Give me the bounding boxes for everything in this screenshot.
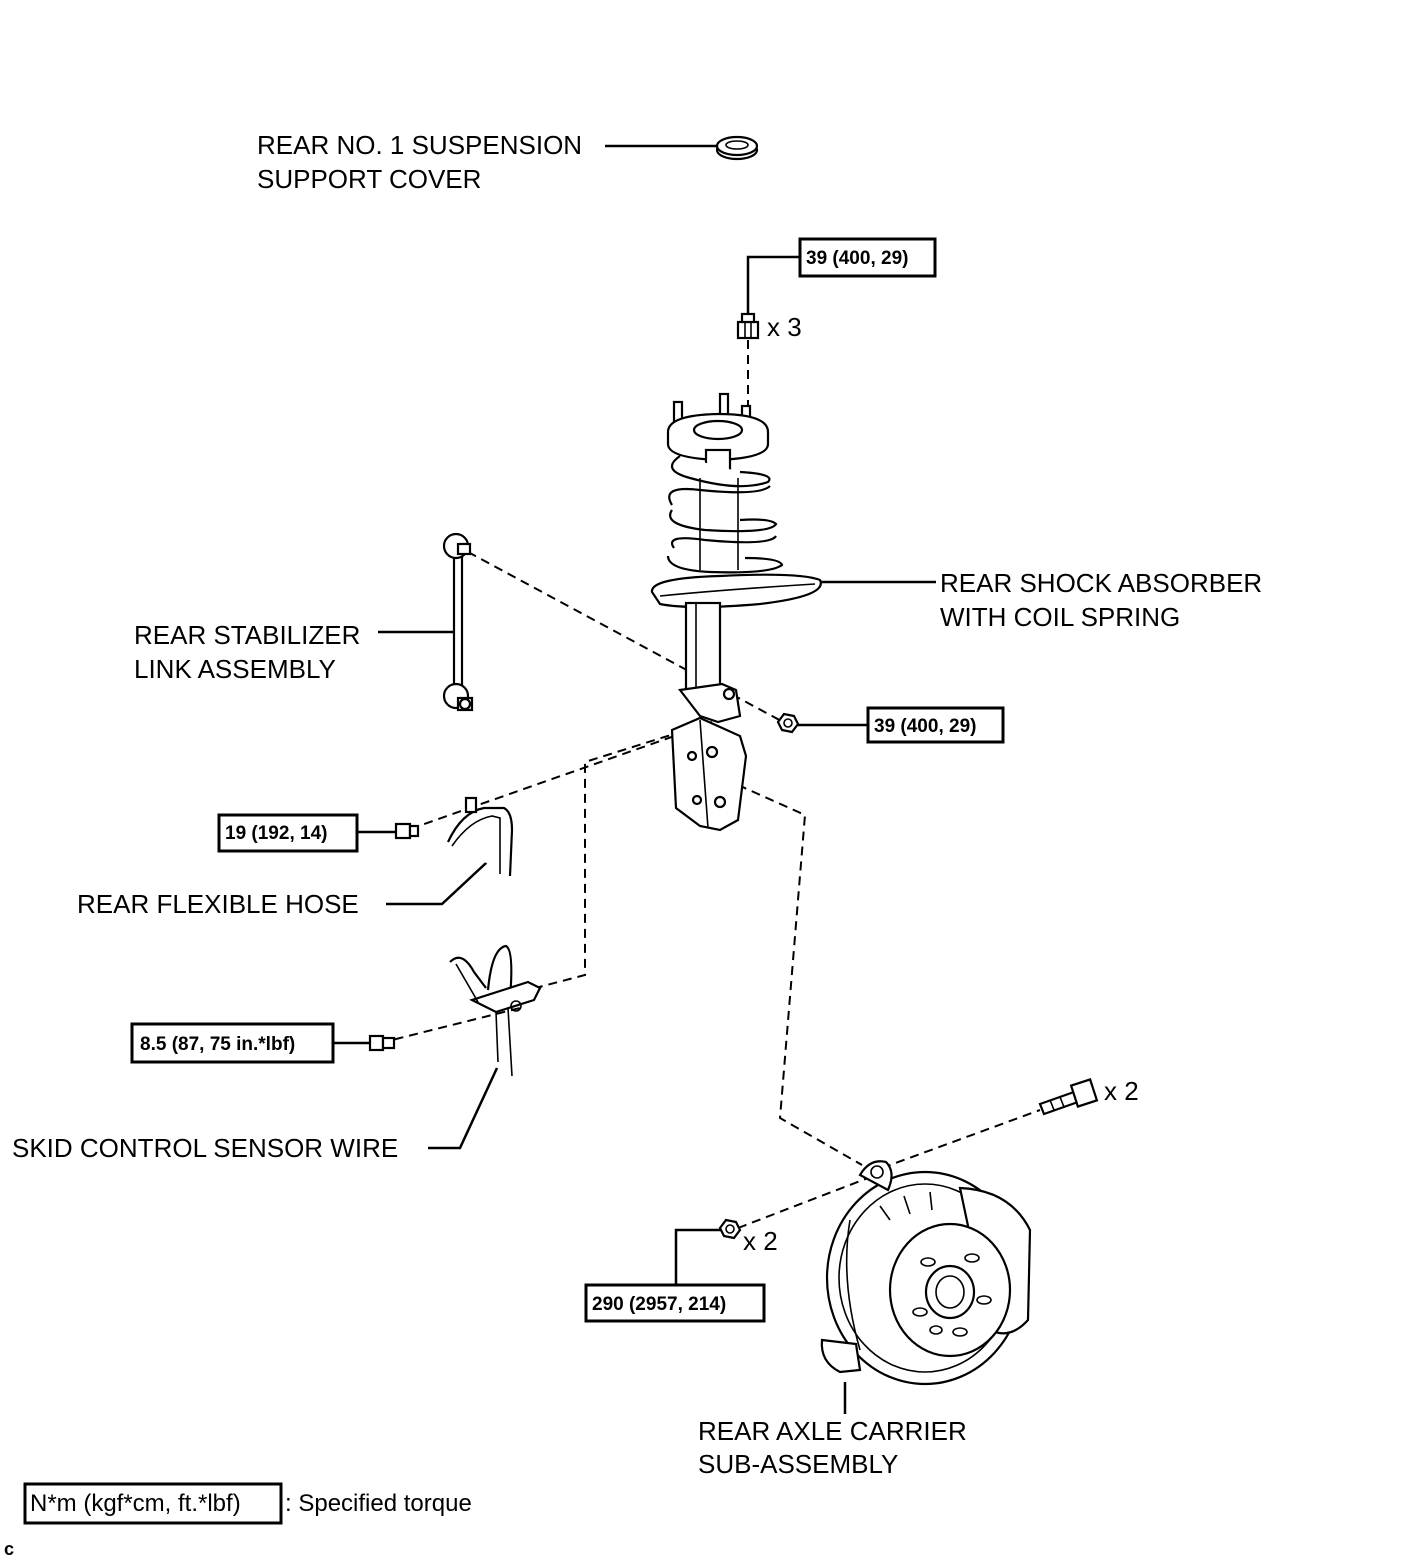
hose-bolt-part [394,822,420,840]
legend-text: : Specified torque [285,1490,472,1517]
torque-link-nut-value: 39 (400, 29) [874,716,976,737]
stabilizer-link-part [442,532,474,712]
wire-bolt-part [368,1034,396,1052]
flexible-hose-part [447,796,514,877]
shock-absorber-label-line2: WITH COIL SPRING [940,602,1180,632]
stabilizer-link-label-line2: LINK ASSEMBLY [134,654,336,684]
corner-code: c [4,1539,14,1559]
torque-carrier-nut-value: 290 (2957, 214) [592,1294,726,1315]
torque-box-hose-bolt: 19 (192, 14) [217,813,359,853]
top-nut-quantity: x 3 [767,312,802,342]
torque-box-carrier-nut: 290 (2957, 214) [584,1283,766,1323]
support-cover-label-line1: REAR NO. 1 SUSPENSION [257,130,582,160]
torque-top-nut-value: 39 (400, 29) [806,248,908,269]
support-cover-label-line2: SUPPORT COVER [257,164,481,194]
sensor-wire-part [449,944,542,1077]
axle-carrier-label-line1: REAR AXLE CARRIER [698,1416,967,1446]
axle-carrier-part [820,1160,1032,1386]
assembly-lines [379,340,1041,1229]
torque-hose-bolt-value: 19 (192, 14) [225,823,327,844]
torque-box-top-nut: 39 (400, 29) [798,237,937,278]
legend: N*m (kgf*cm, ft.*lbf) : Specified torque [23,1482,472,1525]
carrier-nut-part [718,1218,742,1240]
link-nut-part [776,712,800,734]
support-cover-part [715,135,759,161]
stabilizer-link-label-line1: REAR STABILIZER [134,620,360,650]
carrier-bolt-quantity: x 2 [1104,1076,1139,1106]
carrier-bolt-part [1038,1078,1099,1116]
axle-carrier-label-line2: SUB-ASSEMBLY [698,1449,898,1479]
torque-box-link-nut: 39 (400, 29) [866,706,1005,744]
torque-box-wire-bolt: 8.5 (87, 75 in.*lbf) [130,1022,335,1064]
sensor-wire-label: SKID CONTROL SENSOR WIRE [12,1133,398,1163]
top-nut-part [736,312,760,340]
legend-units: N*m (kgf*cm, ft.*lbf) [30,1490,241,1517]
carrier-nut-quantity: x 2 [743,1226,778,1256]
flexible-hose-label: REAR FLEXIBLE HOSE [77,889,359,919]
shock-absorber-part [650,392,822,832]
torque-wire-bolt-value: 8.5 (87, 75 in.*lbf) [140,1034,295,1055]
shock-absorber-label-line1: REAR SHOCK ABSORBER [940,568,1262,598]
leader-lines [333,144,936,1414]
